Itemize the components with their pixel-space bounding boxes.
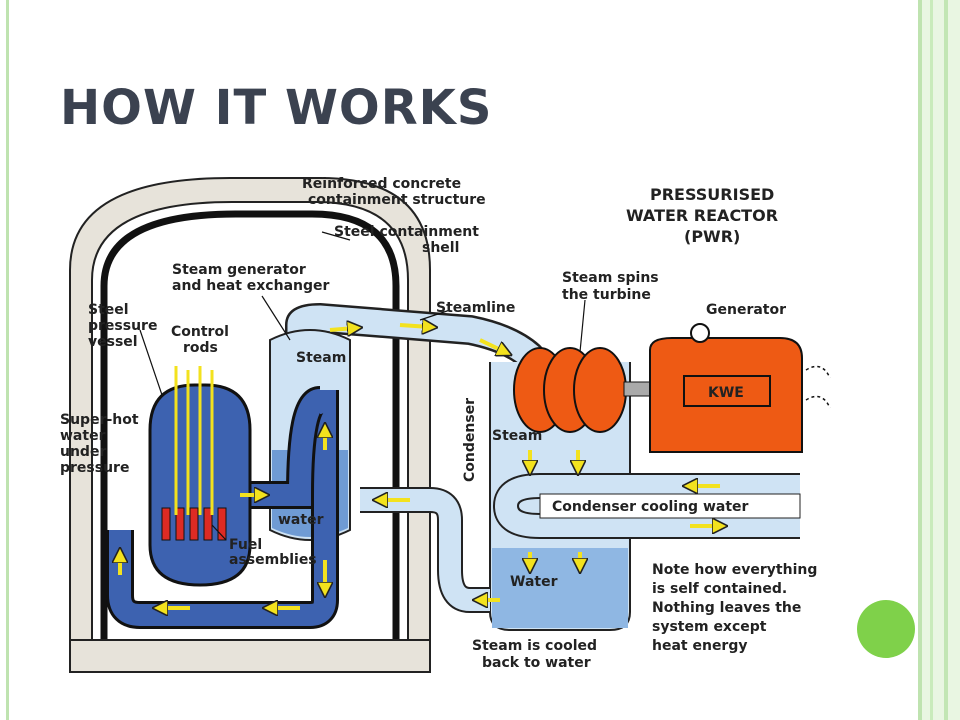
label-steam-cooled-line1: Steam is cooled bbox=[472, 638, 597, 654]
control-rods bbox=[174, 366, 214, 515]
note-line1: Note how everything bbox=[652, 562, 817, 578]
label-containment-line2: containment structure bbox=[308, 192, 486, 208]
label-superhot-line1: Super-hot bbox=[60, 412, 139, 428]
label-steam-generator-line1: Steam generator bbox=[172, 262, 306, 278]
diagram-heading-line3: (PWR) bbox=[684, 227, 740, 246]
label-control-rods-line2: rods bbox=[183, 340, 218, 356]
primary-loop bbox=[106, 386, 339, 629]
label-turbine-line2: the turbine bbox=[562, 287, 651, 303]
label-water-sg: water bbox=[278, 512, 324, 528]
label-water-condenser: Water bbox=[510, 574, 558, 590]
generator bbox=[649, 323, 831, 453]
label-pressure-vessel-line2: pressure bbox=[88, 318, 157, 334]
slide-frame-left bbox=[6, 0, 9, 720]
label-steam-sg: Steam bbox=[296, 350, 346, 366]
label-steamline: Steamline bbox=[436, 300, 515, 316]
green-dot-icon bbox=[857, 600, 915, 658]
label-superhot-line3: under bbox=[60, 444, 106, 460]
note-line3: Nothing leaves the bbox=[652, 600, 801, 616]
label-superhot-line2: water bbox=[60, 428, 106, 444]
slide-title: HOW IT WORKS bbox=[60, 80, 493, 136]
diagram-heading-line2: WATER REACTOR bbox=[626, 206, 778, 225]
label-steam-cooled-line2: back to water bbox=[482, 655, 591, 671]
flow-arrows bbox=[120, 325, 720, 608]
slide-frame-right bbox=[918, 0, 960, 720]
label-condenser: Condenser bbox=[462, 398, 478, 482]
label-generator-badge: KWE bbox=[708, 385, 744, 401]
note-line2: is self contained. bbox=[652, 581, 787, 597]
label-fuel-line2: assemblies bbox=[229, 552, 317, 568]
label-superhot-line4: pressure bbox=[60, 460, 129, 476]
label-control-rods-line1: Control bbox=[171, 324, 229, 340]
pointer-lines bbox=[139, 231, 586, 541]
turbine bbox=[513, 347, 655, 433]
label-cooling-water: Condenser cooling water bbox=[552, 499, 749, 515]
label-generator: Generator bbox=[706, 302, 786, 318]
label-shell-line1: Steel containment bbox=[334, 224, 479, 240]
label-containment-line1: Reinforced concrete bbox=[302, 176, 461, 192]
note-line4: system except bbox=[652, 619, 767, 635]
label-turbine-line1: Steam spins bbox=[562, 270, 659, 286]
note-line5: heat energy bbox=[652, 638, 747, 654]
label-steam-condenser: Steam bbox=[492, 428, 542, 444]
label-pressure-vessel-line3: vessel bbox=[88, 334, 138, 350]
label-steam-generator-line2: and heat exchanger bbox=[172, 278, 330, 294]
label-shell-line2: shell bbox=[422, 240, 459, 256]
steel-containment-shell bbox=[100, 210, 400, 648]
cooling-water-tube bbox=[492, 473, 801, 539]
diagram-heading-line1: PRESSURISED bbox=[650, 185, 774, 204]
label-pressure-vessel-line1: Steel bbox=[88, 302, 129, 318]
label-fuel-line1: Fuel bbox=[229, 537, 262, 553]
